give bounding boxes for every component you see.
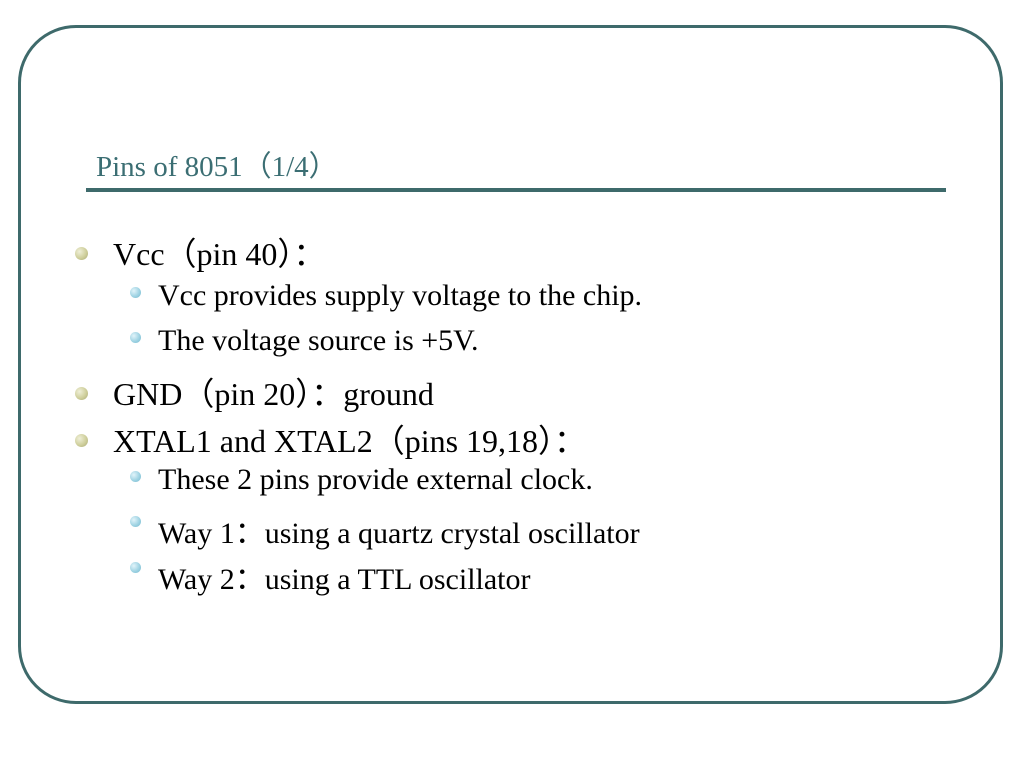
sub-bullet-text: Way 1：using a quartz crystal oscillator bbox=[158, 517, 640, 550]
sub-bullet-item: Way 1：using a quartz crystal oscillator bbox=[130, 508, 640, 552]
bullet-text: Vcc（pin 40）： bbox=[113, 236, 326, 272]
sub-bullet-item: The voltage source is +5V. bbox=[130, 324, 479, 358]
sub-bullet-item: These 2 pins provide external clock. bbox=[130, 463, 593, 497]
sub-bullet-text: These 2 pins provide external clock. bbox=[158, 463, 593, 496]
sub-bullet-text: Way 2：using a TTL oscillator bbox=[158, 563, 531, 596]
bullet-item-gnd: GND（pin 20）：ground bbox=[75, 369, 434, 415]
bullet-text: GND（pin 20）：ground bbox=[113, 376, 434, 412]
sub-bullet-dot-icon bbox=[130, 471, 141, 482]
bullet-dot-icon bbox=[75, 434, 88, 447]
sub-bullet-dot-icon bbox=[130, 332, 141, 343]
sub-bullet-item: Vcc provides supply voltage to the chip. bbox=[130, 279, 643, 313]
bullet-dot-icon bbox=[75, 387, 88, 400]
sub-bullet-text: Vcc provides supply voltage to the chip. bbox=[158, 279, 643, 312]
slide-frame bbox=[18, 25, 1003, 704]
sub-bullet-item: Way 2：using a TTL oscillator bbox=[130, 554, 531, 598]
bullet-item-xtal: XTAL1 and XTAL2（pins 19,18）： bbox=[75, 416, 587, 462]
sub-bullet-text: The voltage source is +5V. bbox=[158, 324, 479, 357]
bullet-item-vcc: Vcc（pin 40）： bbox=[75, 229, 326, 275]
bullet-dot-icon bbox=[75, 247, 88, 260]
sub-bullet-dot-icon bbox=[130, 562, 141, 573]
bullet-text: XTAL1 and XTAL2（pins 19,18）： bbox=[113, 423, 587, 459]
title-underline bbox=[86, 188, 946, 192]
slide-title: Pins of 8051（1/4） bbox=[96, 151, 338, 183]
sub-bullet-dot-icon bbox=[130, 516, 141, 527]
sub-bullet-dot-icon bbox=[130, 287, 141, 298]
